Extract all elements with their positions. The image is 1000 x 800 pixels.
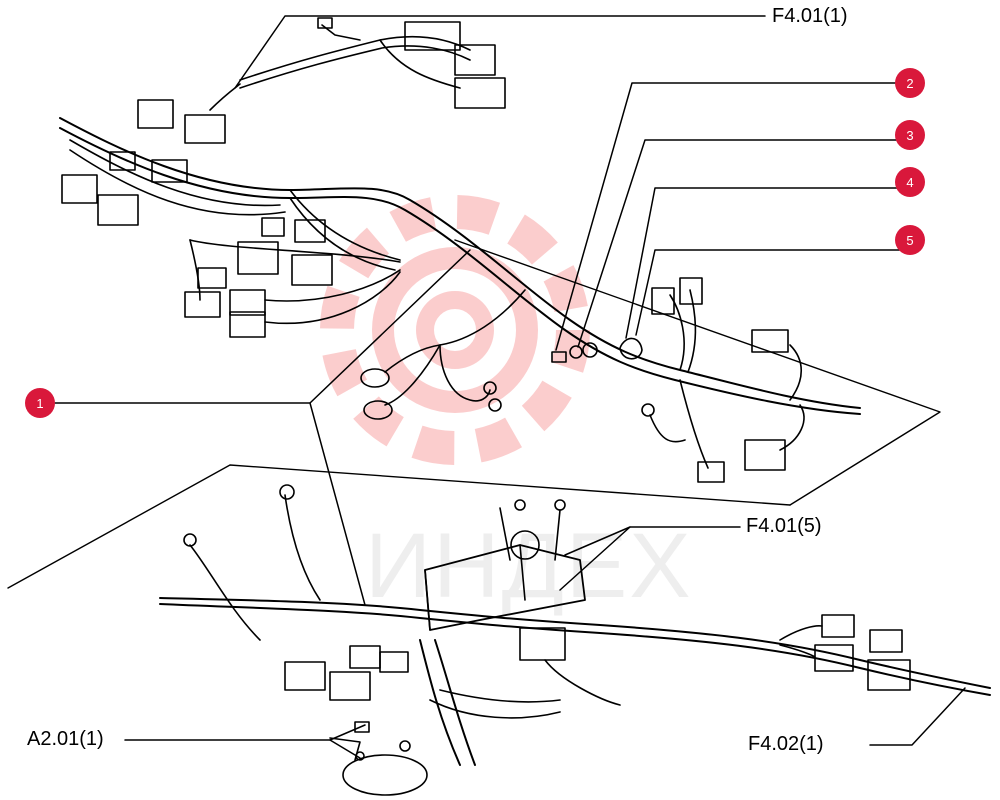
callout-1[interactable]: 1: [25, 388, 55, 418]
label-f401-1: F4.01(1): [772, 5, 848, 27]
callout-3[interactable]: 3: [895, 120, 925, 150]
upper-harness: [59, 17, 861, 483]
leader-a201-1b: [329, 739, 361, 759]
callout-4[interactable]: 4: [895, 167, 925, 197]
upper-plane-outline: [454, 239, 941, 506]
leader-callout-1b: [309, 249, 471, 404]
label-f402-1: F4.02(1): [748, 733, 824, 755]
leader-f401-1: [234, 15, 766, 89]
leader-callout-2: [555, 82, 901, 351]
callout-2[interactable]: 2: [895, 68, 925, 98]
watermark-text: ИНДЕХ: [365, 515, 693, 617]
label-f401-5: F4.01(5): [746, 515, 822, 537]
leader-f401-5b: [559, 526, 631, 591]
leader-callout-3: [577, 139, 901, 348]
leader-f401-5: [564, 526, 741, 556]
leader-f402-1: [869, 687, 966, 746]
callout-5[interactable]: 5: [895, 225, 925, 255]
leader-lines: [54, 15, 966, 759]
lower-harness: [159, 484, 991, 796]
leader-callout-4: [625, 187, 901, 339]
clamp-part: [619, 337, 643, 360]
leader-callout-5: [635, 249, 901, 336]
bolt-part: [551, 351, 567, 363]
label-a201-1: A2.01(1): [27, 728, 104, 750]
washer-part: [569, 345, 583, 359]
washer-part-2: [582, 342, 598, 358]
lower-plane-outline: [7, 464, 791, 589]
leader-a201-1: [124, 724, 366, 741]
